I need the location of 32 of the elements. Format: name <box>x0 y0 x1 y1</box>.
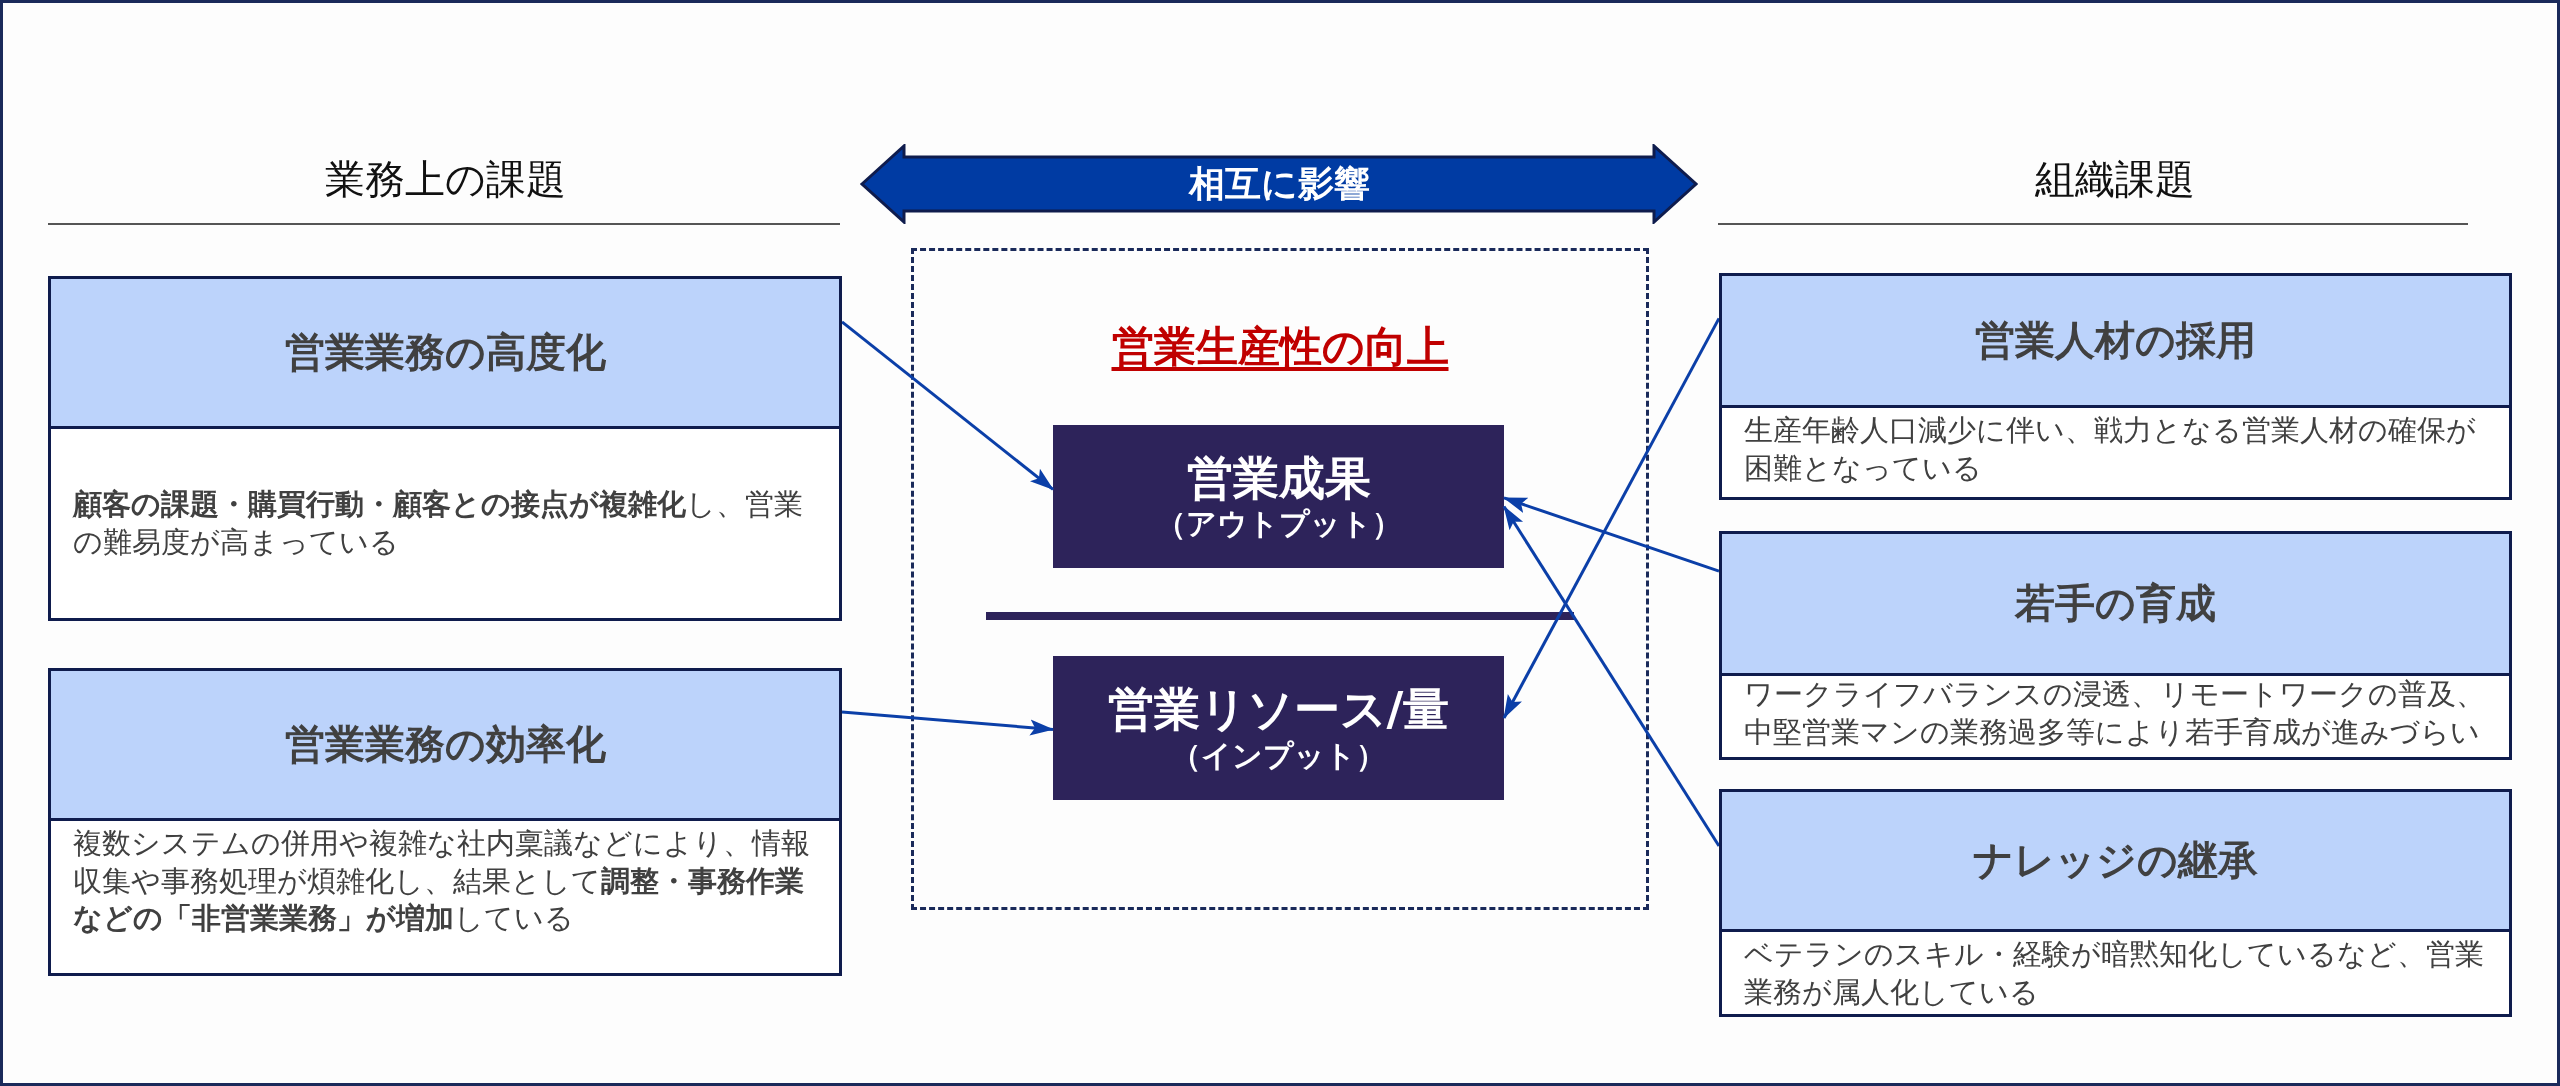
card-title: 営業人材の採用 <box>1722 276 2509 408</box>
card-title: 営業業務の効率化 <box>51 671 839 821</box>
arrow <box>1502 505 1721 847</box>
arrow <box>841 320 1054 491</box>
card-title: 若手の育成 <box>1722 534 2509 676</box>
section-heading: 業務上の課題 <box>323 155 567 204</box>
card-text: ベテランのスキル・経験が暗黙知化しているなど、営業業務が属人化している <box>1744 936 2485 1011</box>
double-arrow <box>860 144 1698 224</box>
arrow <box>1502 317 1721 719</box>
card-title: 営業業務の高度化 <box>51 279 839 429</box>
card-text: 複数システムの併用や複雑な社内稟議などにより、情報収集や事務処理が煩雑化し、結果として調整・事務作業などの「非営業業務」が増加している <box>73 825 811 938</box>
challenge-card <box>48 668 842 976</box>
frame-title: 営業生産性の向上 <box>1111 321 1449 373</box>
section-heading: 組織課題 <box>2034 155 2196 204</box>
box-title: 営業リソース/量 <box>1107 682 1450 738</box>
arrow <box>841 710 1054 736</box>
card-title: ナレッジの継承 <box>1722 792 2509 932</box>
challenge-card <box>1719 789 2512 1017</box>
challenge-card <box>1719 531 2512 760</box>
arrow <box>1503 496 1720 573</box>
arrow-label: 相互に影響 <box>1187 162 1371 206</box>
output-box <box>1053 425 1504 568</box>
challenge-card <box>48 276 842 621</box>
card-text: 顧客の課題・購買行動・顧客との接点が複雑化し、営業の難易度が高まっている <box>73 485 804 561</box>
box-subtitle: （インプット） <box>1171 737 1386 774</box>
box-title: 営業成果 <box>1186 450 1371 507</box>
challenge-card <box>1719 273 2512 500</box>
dashed-frame <box>911 248 1649 910</box>
box-subtitle: （アウトプット） <box>1155 506 1402 543</box>
card-text: ワークライフバランスの浸透、リモートワークの普及、中堅営業マンの業務過多等により若手育成が進みづらい <box>1744 676 2486 751</box>
output-box <box>1053 656 1504 800</box>
card-text: 生産年齢人口減少に伴い、戦力となる営業人材の確保が困難となっている <box>1744 412 2477 487</box>
